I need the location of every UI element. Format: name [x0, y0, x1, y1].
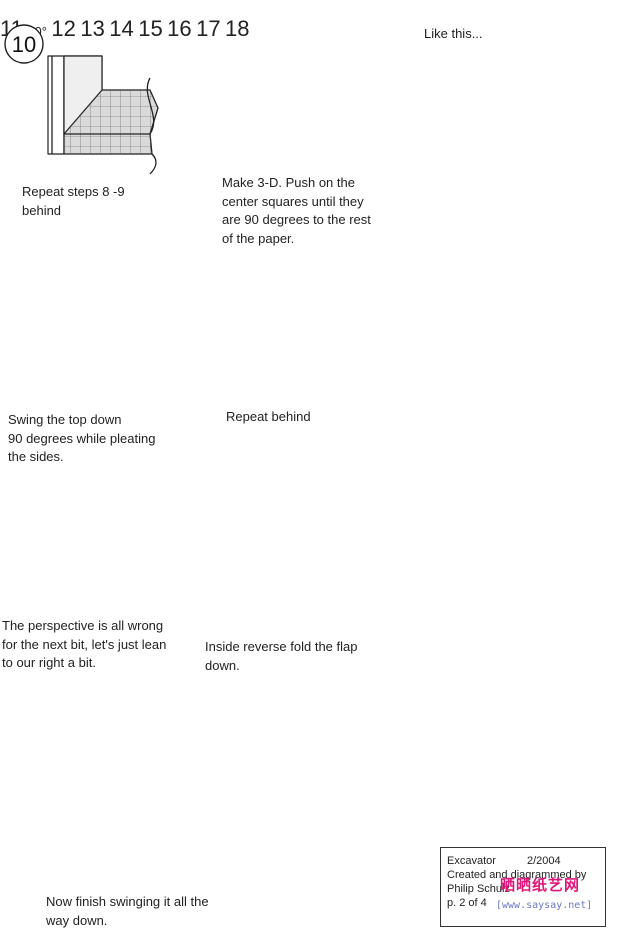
- step-10-caption: Repeat steps 8 -9 behind: [22, 183, 125, 220]
- like-this-caption: Like this...: [424, 26, 483, 41]
- watermark-url: [www.saysay.net]: [496, 900, 592, 911]
- step-12-caption: Swing the top down 90 degrees while plea…: [8, 411, 155, 467]
- model-date: 2/2004: [527, 854, 561, 868]
- perspective-caption: The perspective is all wrong for the nex…: [2, 617, 166, 673]
- paper-layer: [48, 56, 64, 154]
- model-title: Excavator: [447, 854, 599, 868]
- step-11-caption: Make 3-D. Push on the center squares unt…: [222, 174, 371, 248]
- step-number: 10: [12, 32, 36, 57]
- step-15-caption: Inside reverse fold the flap down.: [205, 638, 357, 675]
- watermark-text: 晒晒纸艺网: [500, 874, 580, 895]
- step-13-caption: Repeat behind: [226, 408, 311, 427]
- step-17-caption: Now finish swinging it all the way down.: [46, 893, 209, 930]
- instruction-diagram: 10: [0, 16, 620, 942]
- step-10-illustration: 10: [5, 25, 158, 174]
